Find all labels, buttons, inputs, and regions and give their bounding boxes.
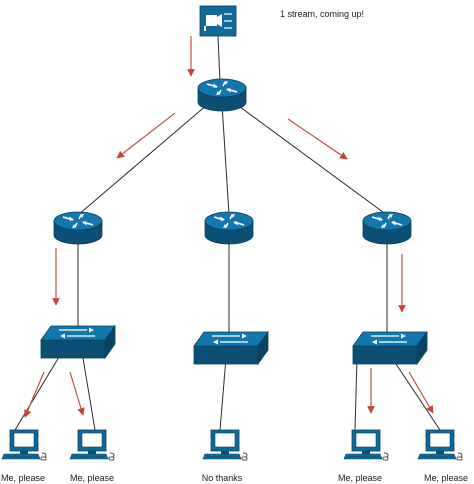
switch-icon — [352, 331, 428, 365]
host-label: Me, please — [70, 473, 114, 483]
link-switch-host-3 — [219, 357, 227, 431]
router-icon — [362, 211, 412, 245]
workstation-icon — [343, 429, 389, 461]
workstation-icon — [1, 429, 47, 461]
link-core-right — [235, 103, 388, 216]
stream-annotation: 1 stream, coming up! — [280, 9, 364, 19]
link-switch-host-2 — [81, 351, 96, 431]
host-label: Me, please — [338, 473, 382, 483]
link-switch-host-4 — [354, 357, 358, 431]
switch-icon — [40, 325, 116, 359]
video-server-icon — [199, 5, 237, 37]
link-switch-host-1 — [14, 351, 63, 431]
workstation-icon — [202, 429, 248, 461]
link-source-router — [217, 35, 221, 83]
link-core-middle — [221, 103, 230, 216]
router-icon — [204, 211, 254, 245]
switch-icon — [193, 331, 269, 365]
workstation-icon — [69, 429, 115, 461]
flow-arrow — [24, 371, 45, 418]
link-switch-host-5 — [391, 357, 441, 431]
flow-arrow — [116, 112, 176, 159]
flow-arrow — [69, 371, 85, 416]
host-label: No thanks — [202, 473, 243, 483]
workstation-icon — [417, 429, 463, 461]
link-core-left — [77, 103, 209, 216]
flow-arrows — [24, 36, 434, 418]
host-label: Me, please — [1, 473, 45, 483]
host-label: Me, please — [424, 473, 468, 483]
network-links — [14, 35, 441, 431]
flow-arrow — [287, 118, 348, 160]
router-icon — [53, 211, 103, 245]
router-icon — [197, 78, 247, 112]
flow-arrow — [408, 371, 434, 414]
